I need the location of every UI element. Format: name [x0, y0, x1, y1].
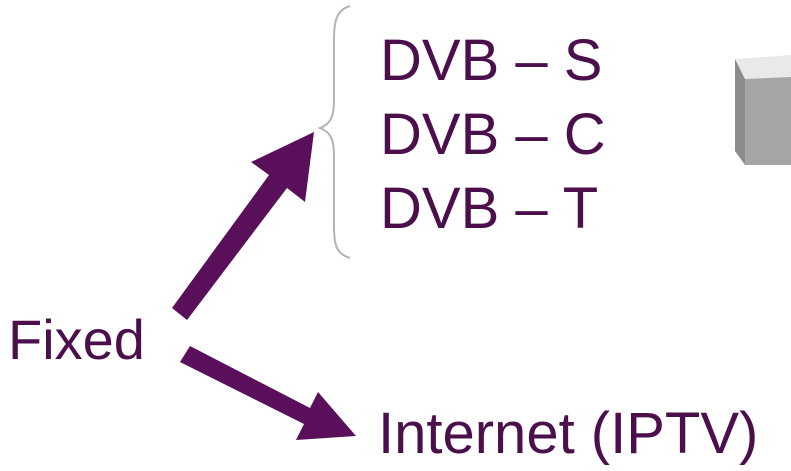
- set-top-box-icon: [735, 55, 791, 165]
- fixed-label: Fixed: [8, 308, 145, 371]
- dvb-c-label: DVB – C: [380, 102, 606, 167]
- internet-iptv-label: Internet (IPTV): [378, 401, 759, 466]
- dvb-s-label: DVB – S: [380, 28, 603, 93]
- arrow-up-right-icon: [172, 132, 314, 320]
- left-curly-brace-icon: [317, 5, 351, 259]
- arrow-down-right-icon: [180, 346, 356, 440]
- dvb-t-label: DVB – T: [380, 176, 599, 241]
